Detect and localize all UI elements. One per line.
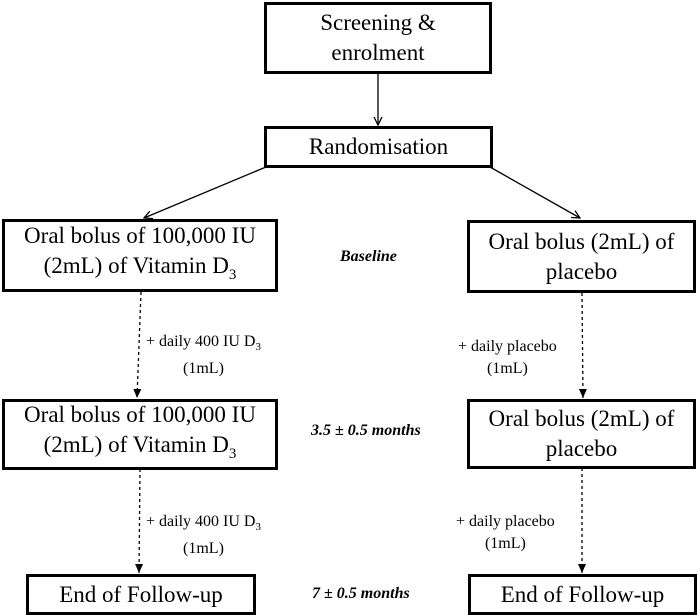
screening-line-1: Screening &	[320, 10, 436, 35]
placebo-mid-line-1: Oral bolus (2mL) of	[488, 406, 675, 431]
placebo-bolus-mid-box: Oral bolus (2mL) of placebo	[467, 399, 696, 469]
timepoint-end: 7 ± 0.5 months	[312, 585, 410, 602]
randomisation-box: Randomisation	[264, 126, 493, 168]
end-followup-label-right: End of Follow-up	[500, 581, 665, 607]
arrow-randomisation-to-vitd	[144, 166, 267, 218]
arrow-randomisation-to-placebo	[489, 166, 580, 218]
vitd-daily-label-2: + daily 400 IU D3 (1mL)	[146, 513, 261, 557]
placebo-baseline-line-1: Oral bolus (2mL) of	[488, 228, 675, 254]
arrow-vitd-baseline-to-mid	[133, 291, 142, 399]
vitd-baseline-line-1: Oral bolus of 100,000 IU	[24, 223, 256, 248]
placebo-bolus-baseline-box: Oral bolus (2mL) of placebo	[467, 220, 696, 293]
vitd-mid-line-2: (2mL) of Vitamin D3	[43, 432, 237, 462]
placebo-daily-label-2: + daily placebo (1mL)	[456, 513, 555, 552]
vitd-bolus-mid-box: Oral bolus of 100,000 IU (2mL) of Vitami…	[2, 399, 278, 470]
vitd-baseline-line-2: (2mL) of Vitamin D3	[43, 253, 237, 283]
placebo-baseline-line-2: placebo	[545, 258, 618, 284]
end-followup-label-left: End of Follow-up	[59, 581, 223, 607]
vitd-bolus-baseline-box: Oral bolus of 100,000 IU (2mL) of Vitami…	[2, 219, 278, 292]
screening-line-2: enrolment	[331, 40, 425, 65]
placebo-mid-line-2: placebo	[545, 436, 618, 461]
end-followup-box-right: End of Follow-up	[468, 574, 697, 615]
end-followup-box-left: End of Follow-up	[26, 574, 256, 615]
vitd-mid-line-1: Oral bolus of 100,000 IU	[24, 402, 256, 427]
arrow-vitd-mid-to-end	[135, 468, 144, 574]
vitd-daily-label-1: + daily 400 IU D3 (1mL)	[146, 333, 261, 377]
timepoint-baseline: Baseline	[340, 248, 397, 265]
randomisation-label: Randomisation	[308, 134, 449, 159]
arrow-placebo-baseline-to-mid	[578, 292, 587, 399]
timepoint-mid: 3.5 ± 0.5 months	[311, 422, 421, 439]
screening-enrolment-box: Screening & enrolment	[264, 2, 492, 74]
placebo-daily-label-1: + daily placebo (1mL)	[458, 338, 557, 377]
